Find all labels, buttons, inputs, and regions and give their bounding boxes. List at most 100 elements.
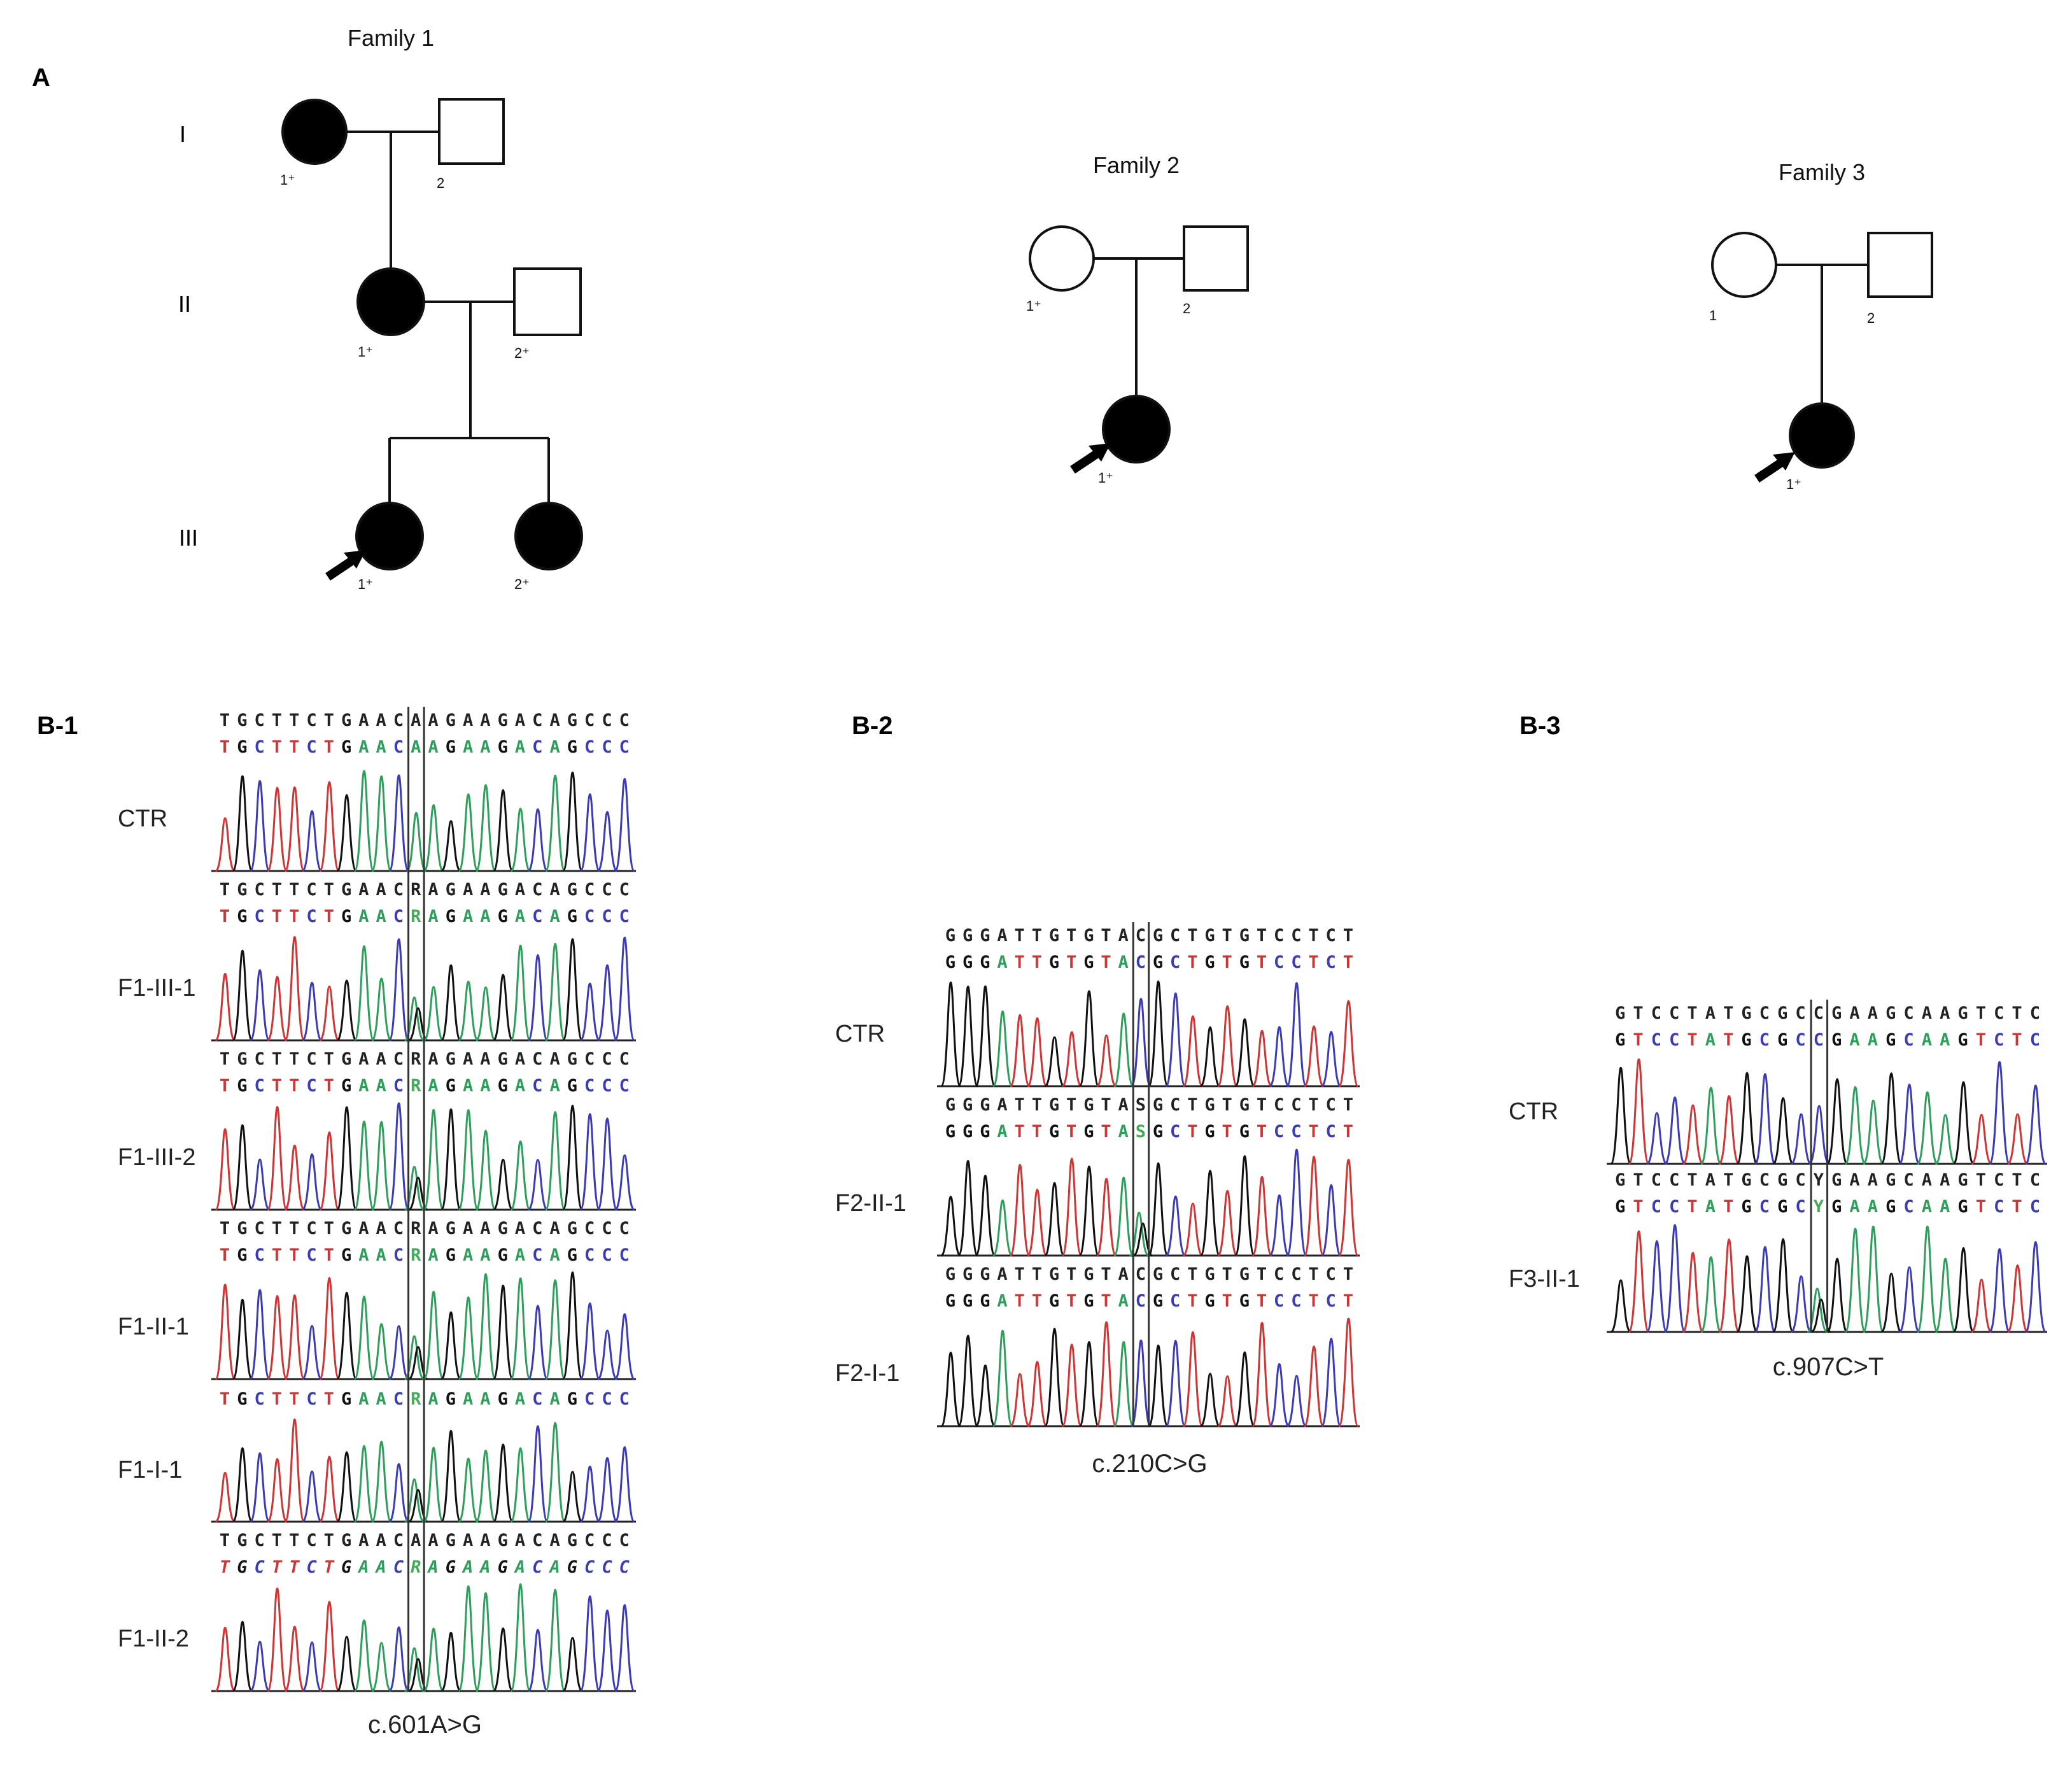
- trace-peak: [1682, 1252, 1704, 1333]
- trace-peak: [353, 945, 375, 1042]
- trace-peak: [1808, 1105, 1830, 1165]
- trace-peak: [596, 1329, 618, 1380]
- trace-peak: [458, 981, 479, 1042]
- trace-peak: [370, 1121, 392, 1211]
- trace-peak: [336, 1636, 358, 1692]
- variant-label: c.907C>T: [1773, 1353, 1884, 1381]
- trace-peak: [388, 1102, 410, 1211]
- trace-peak: [1026, 1361, 1048, 1427]
- trace-peak: [1234, 1018, 1255, 1087]
- trace-peak: [301, 1324, 323, 1380]
- trace-peak: [2006, 1113, 2029, 1165]
- trace-peak: [232, 1298, 253, 1380]
- trace-peak: [1862, 1100, 1884, 1165]
- trace-peak: [579, 1595, 601, 1692]
- trace-peak: [527, 1305, 549, 1380]
- trace-peak: [1898, 1083, 1920, 1165]
- variant-label: c.210C>G: [1092, 1450, 1207, 1478]
- trace-peak: [1844, 1086, 1866, 1165]
- trace-peak: [1251, 1030, 1273, 1087]
- trace-peak: [492, 1158, 514, 1211]
- trace-peak: [1646, 1240, 1668, 1333]
- trace-peak: [301, 981, 323, 1042]
- f1-i-2-male: [438, 98, 505, 165]
- trace-peak: [544, 1589, 566, 1692]
- trace-peak: [1165, 992, 1187, 1087]
- trace-peak: [492, 1284, 514, 1380]
- f1-iii-2-id: 2⁺: [514, 576, 530, 592]
- trace-peak: [1009, 1373, 1031, 1427]
- trace-peak: [561, 1105, 583, 1211]
- trace-peak: [249, 1452, 271, 1523]
- trace-peak: [1736, 1255, 1758, 1333]
- trace-peak: [1182, 1331, 1204, 1427]
- sample-label: F1-III-2: [118, 1144, 195, 1171]
- trace-peak: [370, 977, 392, 1042]
- trace-peak: [527, 1159, 549, 1211]
- trace-peak: [318, 986, 340, 1042]
- trace-peak: [1338, 1000, 1359, 1087]
- trace-peak: [544, 774, 566, 872]
- f2-i-1-female: [1029, 225, 1095, 292]
- trace-peak: [215, 817, 236, 872]
- trace-peak: [440, 820, 462, 872]
- trace-peak: [1736, 1072, 1758, 1165]
- trace-peak: [215, 1471, 236, 1523]
- trace-peak: [1216, 1189, 1238, 1257]
- trace-peak: [1754, 1245, 1776, 1333]
- f1-i-2-id: 2: [437, 175, 444, 191]
- trace-peak: [1862, 1226, 1884, 1333]
- trace-peak: [370, 1440, 392, 1523]
- trace-peak: [1078, 990, 1100, 1087]
- trace-peak: [232, 949, 253, 1042]
- trace-peak: [510, 944, 532, 1042]
- trace-peak: [1165, 1340, 1187, 1427]
- family-2-pedigree: Family 2 1⁺ 2 1⁺: [1026, 152, 1249, 486]
- trace-peak: [284, 1418, 306, 1523]
- trace-peak: [1989, 1061, 2011, 1165]
- trace-peak: [215, 1128, 236, 1211]
- trace-peak: [318, 781, 340, 872]
- trace-peak: [1718, 1238, 1740, 1333]
- trace-peak: [1772, 1097, 1794, 1165]
- trace-peak: [336, 794, 358, 872]
- trace-peak: [388, 938, 410, 1042]
- f2-ii-1-id: 1⁺: [1098, 470, 1113, 486]
- trace-peak: [1989, 1248, 2011, 1333]
- trace-peak: [353, 770, 375, 872]
- family-1-pedigree: Family 1 1⁺ 2 1⁺ 2⁺ 1⁺ 2⁺: [280, 25, 583, 592]
- trace-peak: [1682, 1104, 1704, 1165]
- trace-peak: [975, 985, 996, 1087]
- trace-peak: [561, 1271, 583, 1380]
- trace-peak: [614, 777, 635, 872]
- trace-peak: [940, 1351, 962, 1427]
- trace-peak: [1826, 1257, 1849, 1333]
- sample-label: CTR: [118, 805, 167, 832]
- f1-ii-1-id: 1⁺: [358, 344, 373, 360]
- trace-peak: [579, 793, 601, 872]
- trace-peak: [388, 1626, 410, 1692]
- trace-peak: [957, 1159, 979, 1257]
- trace-peak: [1970, 1278, 1992, 1333]
- trace-peak: [1898, 1266, 1920, 1333]
- trace-peak: [318, 1131, 340, 1211]
- trace-peak: [579, 1113, 601, 1211]
- trace-peak: [353, 1296, 375, 1380]
- trace-peak: [1916, 1226, 1938, 1333]
- f3-i-2-id: 2: [1867, 310, 1875, 326]
- trace-peak: [458, 1296, 479, 1380]
